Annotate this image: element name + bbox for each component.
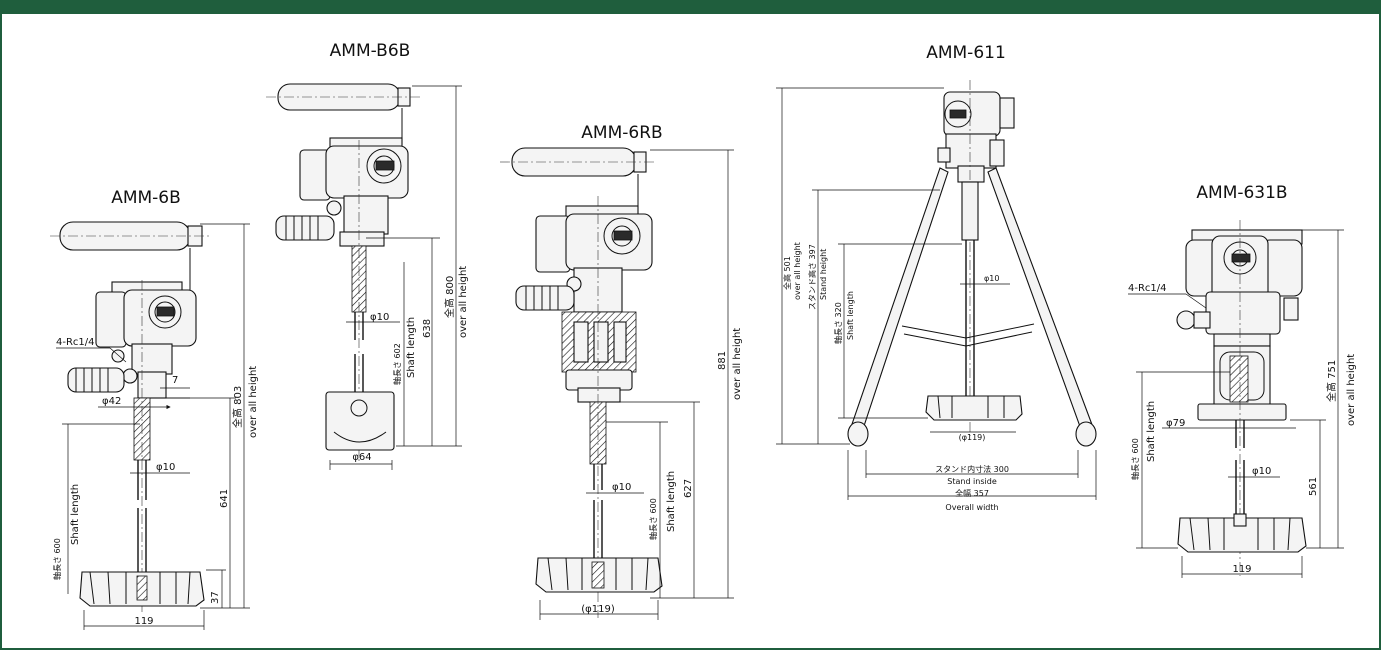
width-119: 119 [134, 616, 153, 627]
dim-d10: φ10 [1252, 466, 1271, 477]
model-amm-6rb: AMM-6RB [500, 123, 743, 620]
overall-width-jp: 全幅 357 [955, 488, 989, 498]
stand-inside-jp: スタンド内寸法 300 [935, 464, 1009, 474]
dim-d79: φ79 [1166, 418, 1185, 429]
port-label: 4-Rc1/4 [56, 337, 95, 348]
motor-body [937, 80, 1015, 436]
port-label: 4-Rc1/4 [1128, 283, 1167, 294]
dim-d10: φ10 [370, 312, 389, 323]
shaft [961, 181, 979, 398]
impeller [79, 571, 205, 607]
overall-height-en: over all height [1346, 354, 1357, 426]
motor-body [515, 205, 653, 403]
dim-seven: 7 [172, 375, 178, 386]
dim-638: 638 [422, 319, 433, 338]
model-title: AMM-631B [1196, 183, 1287, 203]
shaft [351, 140, 367, 462]
impeller [1177, 513, 1307, 553]
dim-d10: φ10 [612, 482, 631, 493]
model-title: AMM-6RB [581, 123, 662, 143]
motor-body [275, 137, 409, 247]
overall-height-en: over all height [458, 266, 469, 338]
dim-881: 881 [717, 351, 728, 370]
overall-height-jp: 全高 501 [782, 256, 792, 290]
impeller [925, 395, 1023, 421]
model-title: AMM-B6B [330, 41, 411, 61]
model-title: AMM-6B [111, 188, 181, 208]
overall-height-en: over all height [793, 242, 802, 300]
model-title: AMM-611 [926, 43, 1006, 63]
motor-body [1176, 229, 1303, 421]
model-amm-611: AMM-611 φ10 [776, 43, 1097, 512]
dim-641: 641 [219, 489, 230, 508]
overall-height-jp: 全高 803 [231, 386, 244, 428]
shaft [133, 280, 151, 612]
shaft-length-jp: 軸長さ 602 [392, 343, 402, 385]
dim-d64: φ64 [352, 452, 371, 463]
stand-height-en: Stand height [819, 249, 828, 300]
shaft-length-en: Shaft length [846, 291, 855, 340]
impeller [325, 391, 395, 451]
model-amm-631b: AMM-631B [1128, 183, 1357, 578]
tripod-stand [847, 167, 1097, 447]
width-119: 119 [1232, 564, 1251, 575]
overall-height-en: over all height [248, 366, 259, 438]
stand-height-jp: スタンド高さ 397 [807, 244, 817, 310]
dim-37: 37 [210, 591, 221, 604]
shaft-length-en: Shaft length [1146, 401, 1157, 462]
shaft-length-jp: 軸長さ 600 [648, 498, 658, 540]
shaft-length-en: Shaft length [666, 471, 677, 532]
model-amm-6b: AMM-6B [50, 188, 259, 630]
impeller [535, 557, 663, 593]
width-119: (φ119) [959, 433, 986, 442]
shaft-length-en: Shaft length [406, 317, 417, 378]
dim-d10: φ10 [984, 274, 999, 283]
overall-height-jp: 全高 751 [1325, 360, 1338, 402]
model-amm-b6b: AMM-B6B [266, 41, 469, 470]
width-119: (φ119) [581, 604, 615, 615]
handle [500, 147, 656, 216]
shaft-length-jp: 軸長さ 600 [52, 538, 62, 580]
shaft [589, 196, 607, 618]
dim-d10: φ10 [156, 462, 175, 473]
shaft-length-en: Shaft length [70, 484, 81, 545]
overall-height-jp: 全高 800 [443, 276, 456, 318]
shaft-length-jp: 軸長さ 320 [833, 302, 843, 344]
overall-width-en: Overall width [945, 503, 998, 512]
stand-inside-en: Stand inside [947, 477, 997, 486]
dim-d42: φ42 [102, 396, 121, 407]
overall-height-en: over all height [732, 328, 743, 400]
handle [50, 221, 212, 290]
dim-627: 627 [683, 479, 694, 498]
dim-561: 561 [1308, 477, 1319, 496]
shaft-length-jp: 軸長さ 600 [1130, 438, 1140, 480]
